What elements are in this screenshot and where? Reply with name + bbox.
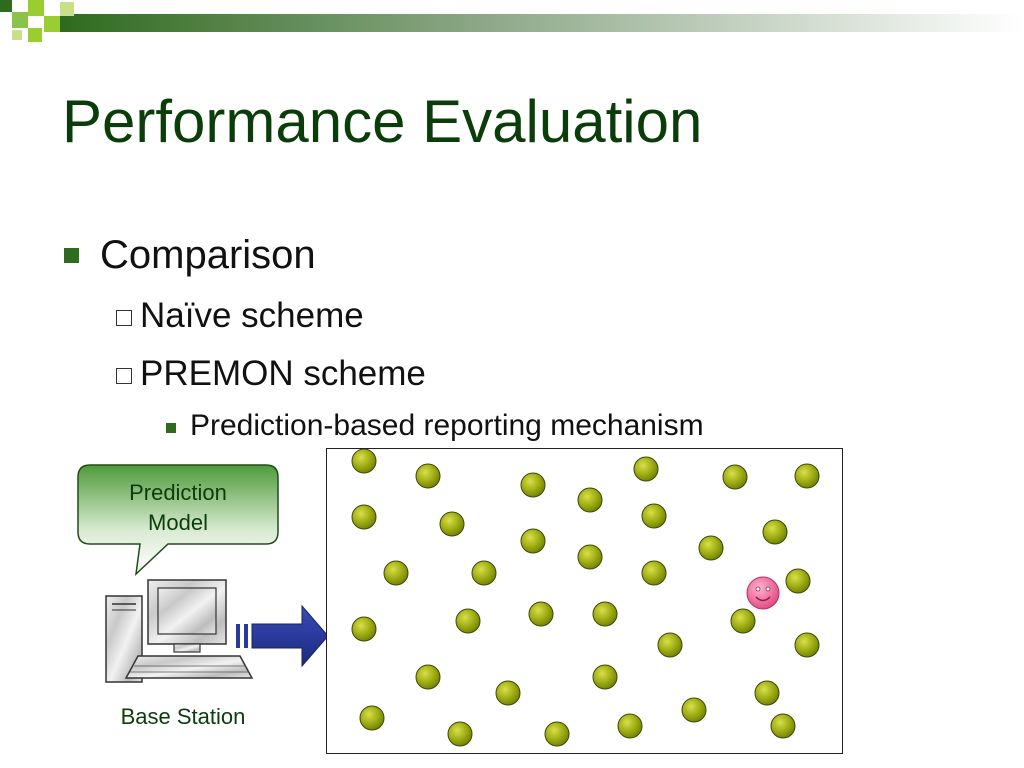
bullet-text: PREMON scheme xyxy=(140,354,426,393)
top-decoration-band xyxy=(0,0,1024,42)
callout-line-2: Model xyxy=(148,510,208,535)
sensor-node xyxy=(415,463,441,489)
sensor-node xyxy=(770,713,796,739)
sensor-node xyxy=(351,504,377,530)
sensor-node xyxy=(577,544,603,570)
sensor-node xyxy=(520,528,546,554)
base-station-label: Base Station xyxy=(120,704,246,729)
bullet-text: Prediction-based reporting mechanism xyxy=(190,409,704,442)
sensor-node xyxy=(415,664,441,690)
sensor-node xyxy=(730,608,756,634)
slide-title: Performance Evaluation xyxy=(62,88,703,155)
sensor-node xyxy=(794,632,820,658)
sensor-node xyxy=(592,664,618,690)
sensor-node xyxy=(351,449,377,474)
square-bullet-icon xyxy=(166,423,176,433)
sensor-node xyxy=(681,697,707,723)
sensor-node xyxy=(657,632,683,658)
smiley-face-icon xyxy=(746,576,780,610)
bullet-comparison: Comparison xyxy=(64,233,316,278)
sensor-node xyxy=(754,680,780,706)
callout-text: Prediction Model xyxy=(80,478,276,538)
sensor-node xyxy=(722,464,748,490)
sensor-node xyxy=(447,721,473,747)
sensor-node xyxy=(641,503,667,529)
sensor-node xyxy=(544,721,570,747)
square-bullet-icon xyxy=(64,248,79,263)
sensor-node xyxy=(698,535,724,561)
bullet-naive-scheme: Naïve scheme xyxy=(116,296,364,336)
sensor-node xyxy=(471,560,497,586)
sensor-node xyxy=(785,568,811,594)
sensor-node xyxy=(455,608,481,634)
callout-line-1: Prediction xyxy=(129,480,227,505)
bullet-prediction-mechanism: Prediction-based reporting mechanism xyxy=(166,409,704,443)
sensor-node xyxy=(528,601,554,627)
sensor-node xyxy=(577,487,603,513)
sensor-node xyxy=(351,616,377,642)
sensor-field-canvas xyxy=(351,449,820,747)
right-arrow-icon xyxy=(236,604,329,668)
hollow-square-bullet-icon xyxy=(116,368,132,384)
sensor-node xyxy=(633,456,659,482)
sensor-node xyxy=(359,705,385,731)
sensor-node xyxy=(794,463,820,489)
prediction-model-callout xyxy=(77,464,279,576)
sensor-node xyxy=(592,601,618,627)
hollow-square-bullet-icon xyxy=(116,310,132,326)
sensor-node xyxy=(641,560,667,586)
bullet-premon-scheme: PREMON scheme xyxy=(116,354,426,394)
sensor-field xyxy=(326,448,843,754)
sensor-node xyxy=(617,713,643,739)
sensor-node xyxy=(520,472,546,498)
desktop-computer-icon xyxy=(105,579,254,683)
bullet-text: Comparison xyxy=(100,233,316,277)
sensor-node xyxy=(383,560,409,586)
sensor-node xyxy=(439,511,465,537)
sensor-node xyxy=(762,519,788,545)
bullet-text: Naïve scheme xyxy=(140,296,364,335)
sensor-node xyxy=(495,680,521,706)
